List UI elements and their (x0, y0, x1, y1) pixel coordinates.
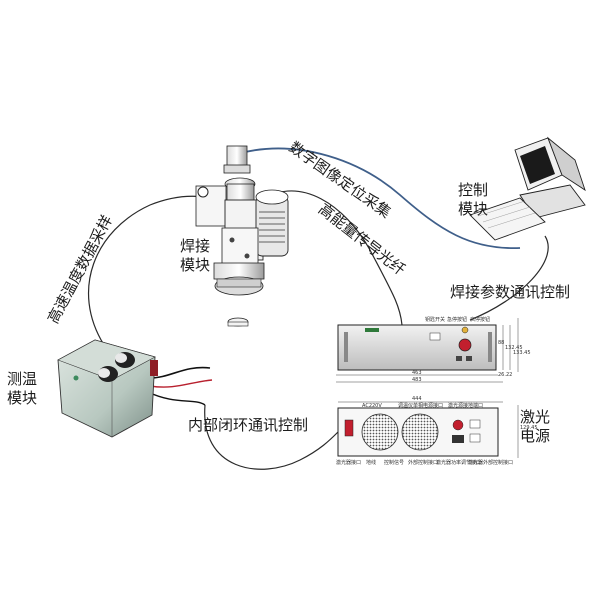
cable-fiber (261, 190, 403, 326)
front-dim-463: 463 (412, 370, 422, 376)
cable-pc-to-laser (469, 235, 549, 321)
front-label-startstop: 启停按钮 (470, 317, 491, 323)
cable-temp-wires (149, 366, 211, 379)
rear-dim-444: 444 (412, 396, 422, 402)
rear-label-laser-if: 激光器接口 (336, 460, 362, 466)
front-dim-133: 133.45 (513, 350, 531, 356)
cable-temp-to-head (88, 195, 211, 346)
label-welding-module-line2: 模块 (180, 256, 211, 274)
cable-camera-to-pc (244, 147, 521, 249)
rear-dim-129: 129.45 (520, 425, 538, 431)
rear-label-ground: 地线 (366, 460, 377, 466)
computer-illustration (469, 136, 586, 241)
label-laser-power-line1: 激光 (520, 408, 551, 426)
welding-head-illustration (195, 145, 289, 327)
label-temp-module-line1: 测温 (7, 370, 38, 388)
label-weld-param-comm: 焊接参数通讯控制 (450, 283, 571, 301)
front-dim-132: 132.45 (505, 345, 523, 351)
label-laser-power: 激光 电源 (520, 408, 550, 446)
label-control-module: 控制 模块 (458, 181, 488, 219)
rear-label-control-signal: 控制信号 (384, 460, 405, 466)
label-welding-module: 焊接 模块 (180, 237, 210, 275)
rear-label-ac: AC220V (362, 403, 382, 409)
label-laser-power-line2: 电源 (520, 427, 551, 445)
rear-label-tc-power: 调温仪单相电源接口 (398, 403, 444, 409)
cable-internal-loop (204, 404, 339, 470)
label-welding-module-line1: 焊接 (180, 237, 211, 255)
laser-power-front-panel (336, 318, 519, 383)
front-dim-88: 88 (498, 340, 505, 346)
label-internal-loop-comm: 内部闭环通讯控制 (188, 416, 309, 434)
rear-label-laser-ext: 激光器外部控制接口 (468, 460, 514, 466)
front-dim-483: 483 (412, 377, 422, 383)
label-control-module-line1: 控制 (458, 181, 489, 199)
front-dim-26: 26.22 (498, 372, 513, 378)
laser-power-rear-panel (337, 401, 519, 458)
label-control-module-line2: 模块 (458, 200, 489, 218)
rear-label-ext-control: 外部控制接口 (408, 460, 439, 466)
rear-label-ground-port: 激光源接地端口 (448, 403, 484, 409)
rear-label-power-adjust: 激光器功率调节接口 (436, 460, 482, 466)
label-temp-module-line2: 模块 (7, 389, 38, 407)
temperature-module-illustration (57, 339, 158, 438)
front-label-key: 钥匙开关 (425, 317, 446, 323)
front-label-estop: 急停按钮 (447, 317, 468, 323)
label-temp-module: 测温 模块 (7, 370, 37, 408)
